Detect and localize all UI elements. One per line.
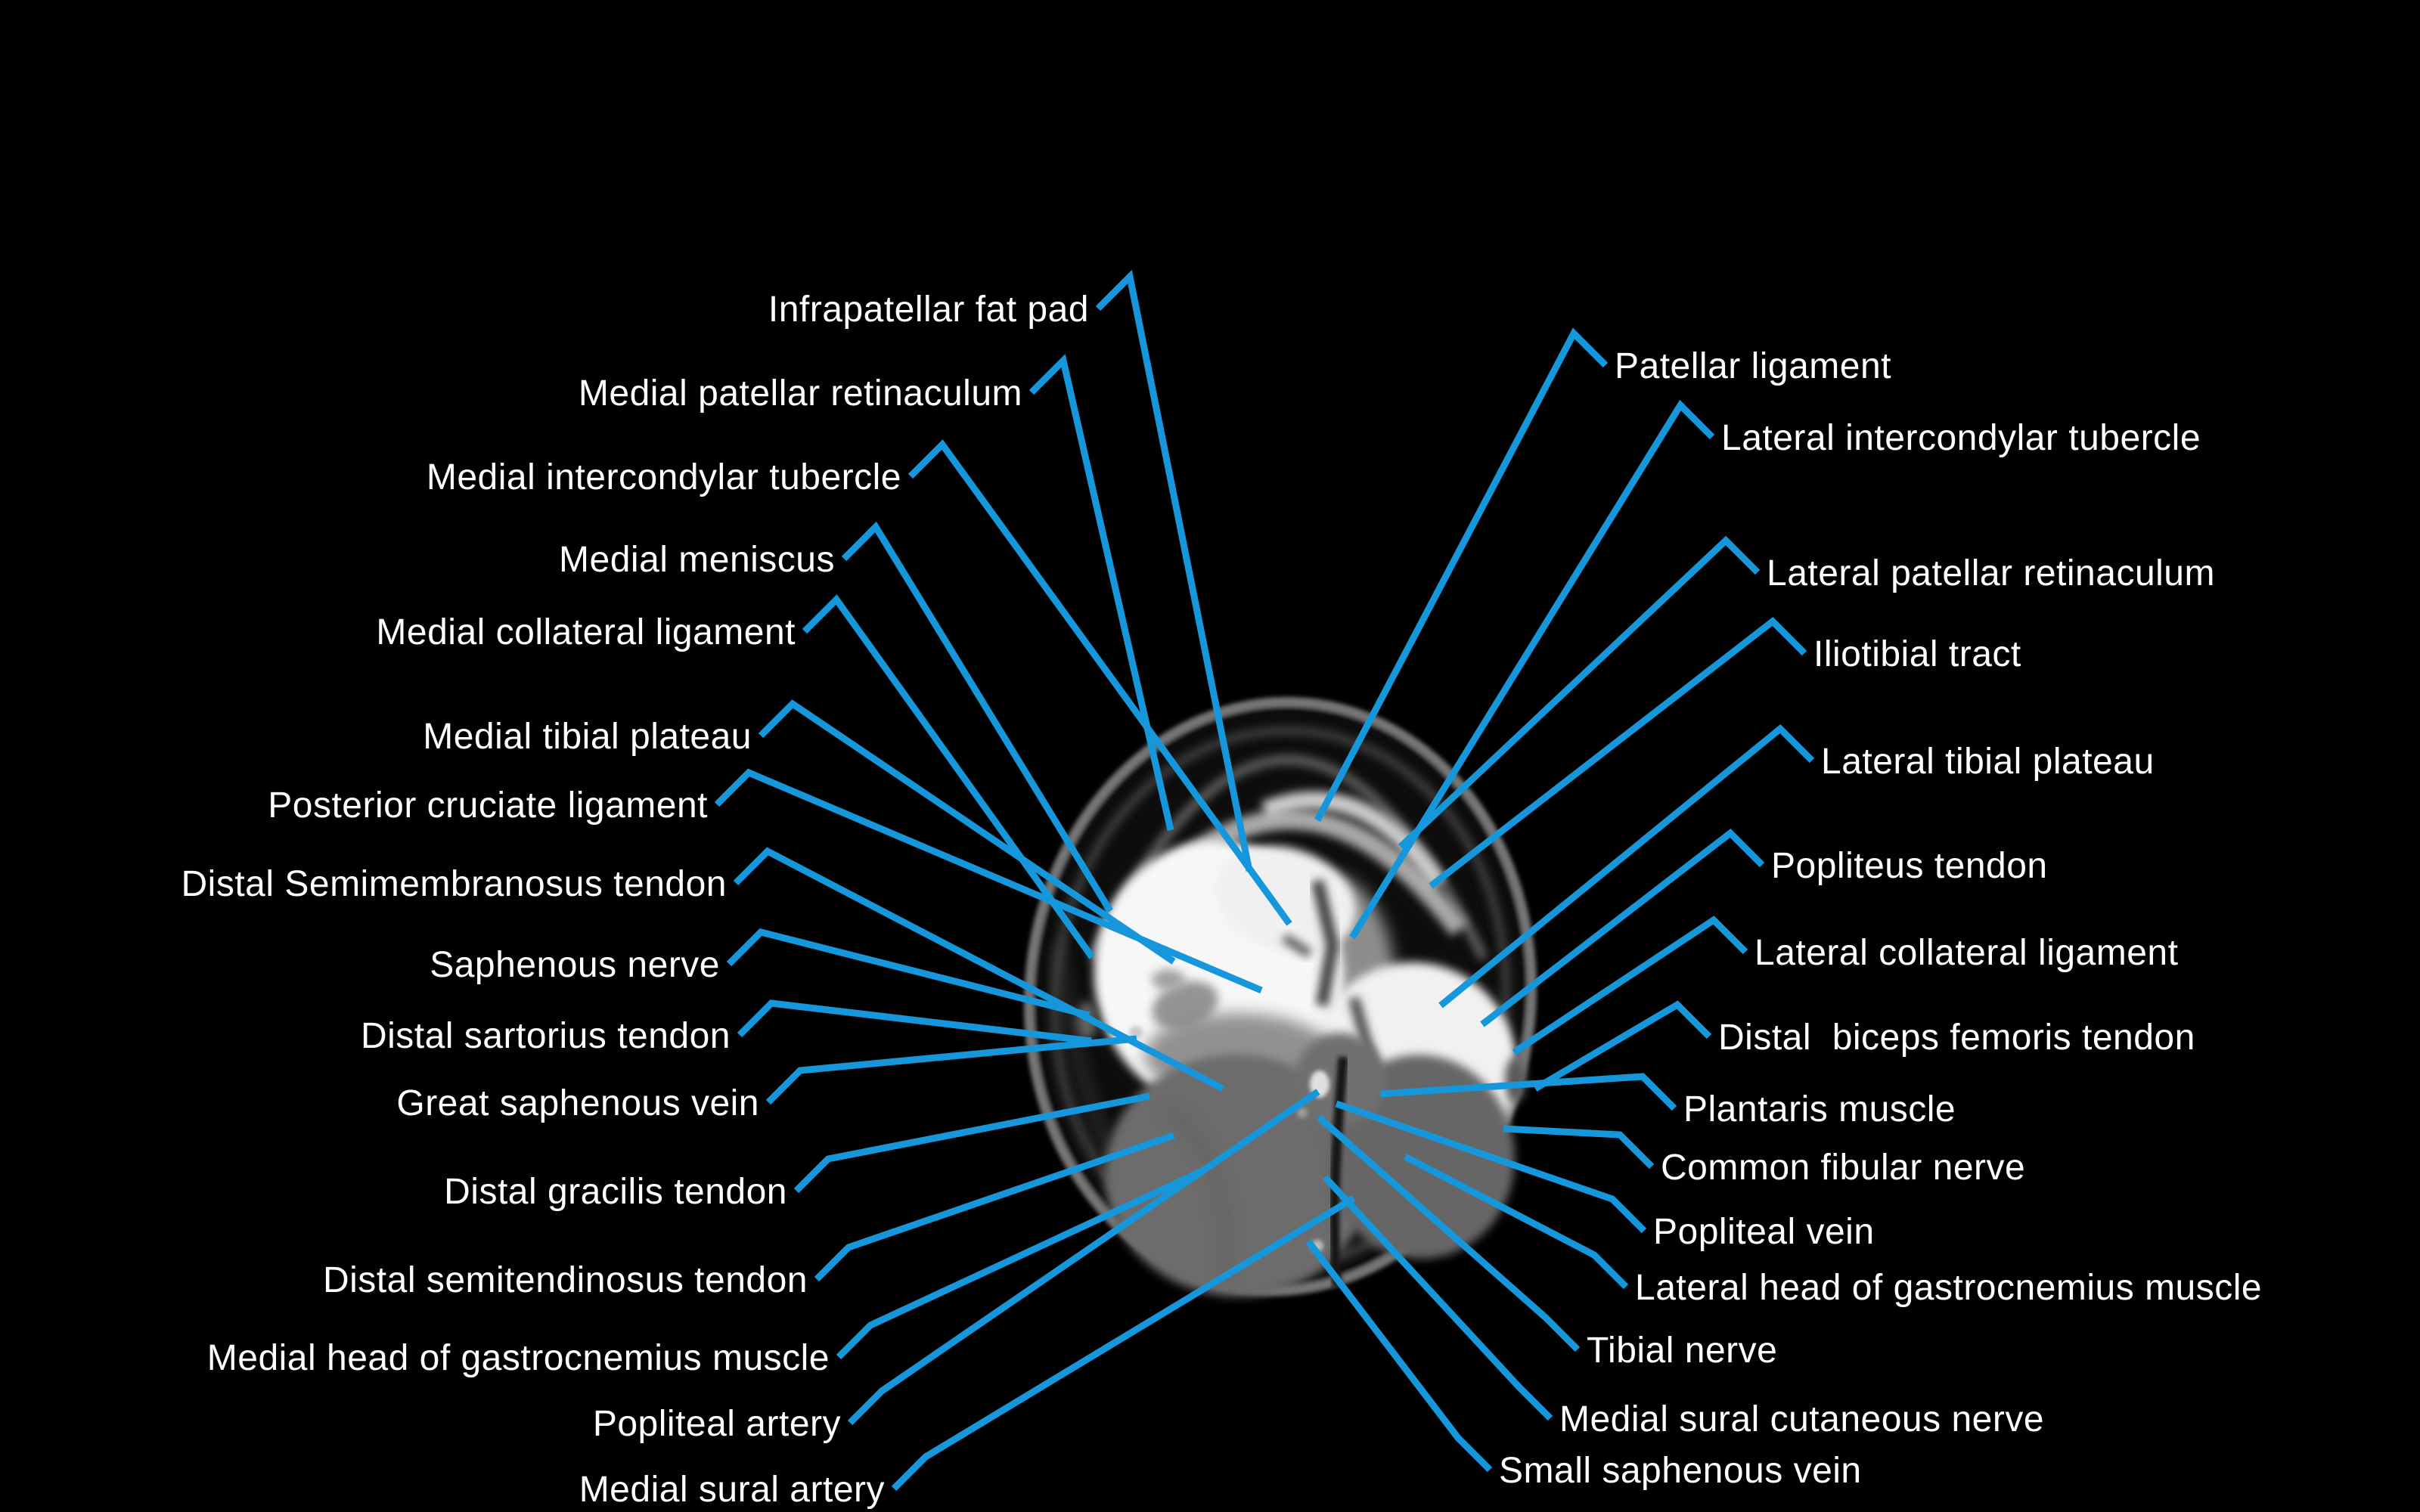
anatomy-label: Small saphenous vein: [1499, 1451, 1862, 1491]
leader-line: [1438, 723, 1815, 1009]
anatomy-label: Medial sural cutaneous nerve: [1559, 1399, 2045, 1439]
leader-line: [1305, 1239, 1493, 1473]
ct-intercondylar-slit-3: [1281, 933, 1313, 959]
anatomy-label: Patellar ligament: [1615, 346, 1892, 386]
leader-line: [908, 439, 1292, 926]
anatomy-label: Distal sartorius tendon: [360, 1016, 731, 1056]
ct-muscle-cleft: [1329, 1056, 1348, 1287]
leader-line: [1379, 1073, 1677, 1111]
ct-popliteal-vein-dot: [1297, 1108, 1308, 1118]
leader-line: [1503, 1125, 1655, 1170]
leader-line: [1322, 1174, 1553, 1421]
anatomy-label: Tibial nerve: [1587, 1331, 1778, 1371]
leader-line: [841, 521, 1113, 913]
leader-lines-group: [714, 269, 1815, 1492]
leader-line: [793, 1092, 1150, 1194]
anatomy-label: Common fibular nerve: [1661, 1148, 2026, 1188]
leader-line: [814, 1132, 1175, 1282]
leader-line: [1480, 829, 1765, 1027]
anatomy-label: Lateral tibial plateau: [1821, 742, 2155, 782]
anatomy-label: Popliteus tendon: [1771, 846, 2048, 886]
anatomy-label: Medial meniscus: [559, 540, 835, 580]
anatomy-label: Plantaris muscle: [1683, 1089, 1956, 1129]
anatomy-label: Popliteal vein: [1653, 1212, 1875, 1252]
ct-intercondylar-slit-1: [1311, 879, 1339, 1007]
leader-line: [1533, 1000, 1712, 1092]
ct-bone-notch-2: [1152, 969, 1185, 990]
leader-line: [1403, 1154, 1629, 1290]
anatomy-label: Medial tibial plateau: [423, 717, 752, 757]
leader-line: [765, 1035, 1137, 1105]
leader-line: [1095, 269, 1253, 872]
leader-line: [726, 928, 1091, 1019]
anatomy-label: Lateral patellar retinaculum: [1767, 553, 2215, 593]
anatomy-label: Medial patellar retinaculum: [578, 373, 1022, 414]
leader-line: [1317, 1114, 1581, 1352]
leader-line: [714, 768, 1263, 994]
anatomy-label: Medial collateral ligament: [376, 612, 796, 652]
anatomy-label: Infrapatellar fat pad: [768, 290, 1089, 330]
leader-line: [758, 699, 1176, 965]
leader-line: [737, 999, 1092, 1045]
leader-line: [1512, 916, 1748, 1055]
leader-line: [891, 1195, 1356, 1492]
anatomy-label: Distal biceps femoris tendon: [1718, 1018, 2195, 1058]
leader-line: [1335, 1100, 1647, 1234]
ct-muscle-shading: [1166, 1108, 1229, 1280]
ct-patellar-ligament-band: [1261, 791, 1446, 888]
leader-line: [802, 594, 1095, 959]
anatomy-label: Iliotibial tract: [1813, 634, 2021, 674]
leader-line: [1398, 535, 1761, 850]
anatomy-label: Saphenous nerve: [430, 945, 720, 985]
ct-lateral-edge-structure: [1505, 1057, 1526, 1102]
anatomy-label: Popliteal artery: [592, 1404, 841, 1444]
leader-line: [1314, 327, 1609, 823]
leader-line: [1429, 617, 1807, 889]
anatomy-label: Posterior cruciate ligament: [268, 785, 708, 826]
anatomy-label: Great saphenous vein: [396, 1083, 759, 1123]
anatomy-label: Lateral collateral ligament: [1754, 933, 2179, 973]
anatomy-label: Distal gracilis tendon: [444, 1172, 787, 1212]
anatomy-label: Medial intercondylar tubercle: [426, 457, 901, 497]
leader-line: [836, 1167, 1205, 1360]
anatomy-label: Distal Semimembranosus tendon: [181, 864, 727, 904]
anatomy-label: Medial sural artery: [579, 1470, 885, 1510]
anatomy-label: Distal semitendinosus tendon: [322, 1260, 808, 1300]
leader-line: [847, 1089, 1320, 1426]
anatomy-label: Lateral intercondylar tubercle: [1721, 418, 2201, 458]
leader-line: [1028, 354, 1174, 832]
anatomy-label: Lateral head of gastrocnemius muscle: [1635, 1268, 2263, 1308]
leader-line: [1349, 399, 1715, 940]
anatomy-label: Medial head of gastrocnemius muscle: [206, 1338, 830, 1378]
